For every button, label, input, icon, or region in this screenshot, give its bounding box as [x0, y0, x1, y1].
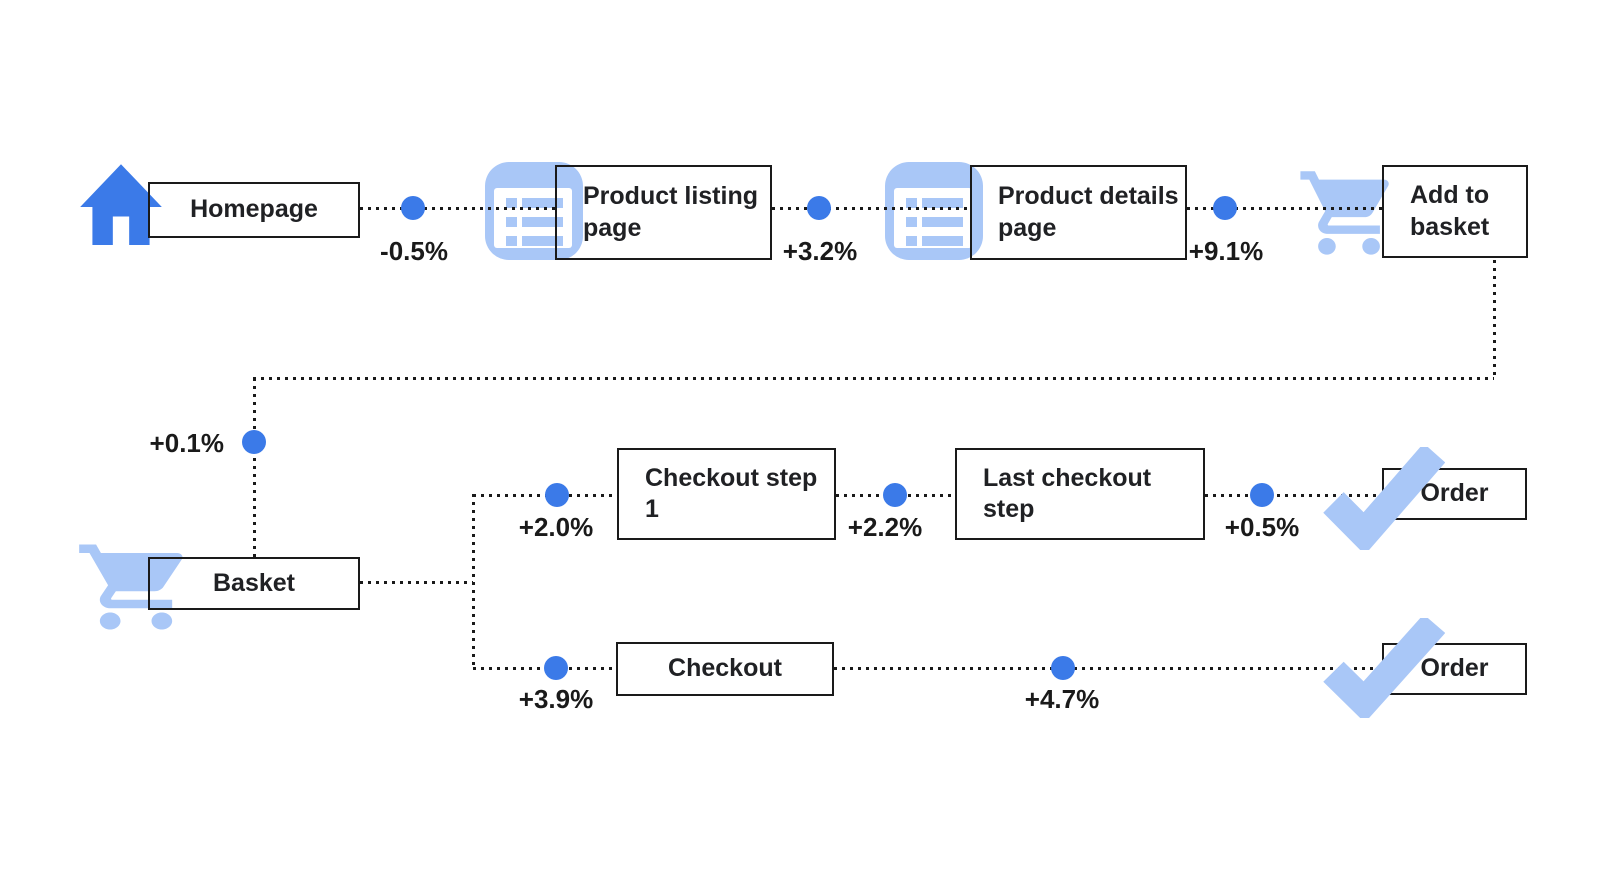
- list-icon: [885, 162, 983, 260]
- connector-details-to-add-to-basket: [1187, 207, 1382, 210]
- transition-dot-details-to-add-to-basket: [1213, 196, 1237, 220]
- connector-branch-split: [472, 494, 475, 668]
- node-checkout-step-1: Checkout step 1: [617, 448, 836, 540]
- delta-basket-to-checkout: +3.9%: [518, 684, 594, 714]
- connector-checkout-to-order: [834, 667, 1382, 670]
- transition-dot-homepage-to-listing: [401, 196, 425, 220]
- connector-add-to-basket-return: [253, 377, 1494, 380]
- transition-dot-add-to-basket-to-basket: [242, 430, 266, 454]
- node-checkout: Checkout: [616, 642, 834, 696]
- connector-add-to-basket-drop: [1493, 260, 1496, 378]
- node-basket: Basket: [148, 557, 360, 610]
- delta-homepage-to-listing: -0.5%: [380, 236, 448, 266]
- delta-checkout-to-order: +4.7%: [1024, 684, 1100, 714]
- node-product-details-page: Product details page: [970, 165, 1187, 260]
- delta-add-to-basket-to-basket: +0.1%: [149, 428, 224, 458]
- connector-into-basket: [253, 378, 256, 557]
- connector-basket-out: [360, 581, 473, 584]
- node-homepage: Homepage: [148, 182, 360, 238]
- node-homepage-label: Homepage: [190, 195, 318, 224]
- node-last-checkout-step-label: Last checkout step: [983, 463, 1152, 524]
- transition-dot-basket-to-checkout-step-1: [545, 483, 569, 507]
- check-icon: [1320, 618, 1445, 718]
- node-order-top-label: Order: [1420, 479, 1489, 508]
- delta-details-to-add-to-basket: +9.1%: [1188, 236, 1264, 266]
- transition-dot-last-to-order: [1250, 483, 1274, 507]
- node-checkout-step-1-label: Checkout step 1: [645, 463, 818, 524]
- node-product-listing-page: Product listing page: [555, 165, 772, 260]
- connector-last-to-order: [1205, 494, 1382, 497]
- delta-basket-to-checkout-step-1: +2.0%: [518, 512, 594, 542]
- check-icon: [1320, 447, 1445, 550]
- transition-dot-listing-to-details: [807, 196, 831, 220]
- delta-last-to-order: +0.5%: [1224, 512, 1300, 542]
- node-product-listing-page-label: Product listing page: [583, 182, 758, 242]
- node-basket-label: Basket: [213, 568, 295, 597]
- node-order-bottom: Order: [1382, 643, 1527, 695]
- delta-listing-to-details: +3.2%: [782, 236, 858, 266]
- node-order-top: Order: [1382, 468, 1527, 520]
- node-add-to-basket: Add to basket: [1382, 165, 1528, 258]
- transition-dot-checkout-step-1-to-last: [883, 483, 907, 507]
- node-product-details-page-label: Product details page: [998, 182, 1179, 242]
- transition-dot-basket-to-checkout: [544, 656, 568, 680]
- connector-listing-to-details: [772, 207, 970, 210]
- node-last-checkout-step: Last checkout step: [955, 448, 1205, 540]
- node-add-to-basket-label: Add to basket: [1410, 181, 1490, 241]
- node-checkout-label: Checkout: [668, 654, 782, 683]
- connector-homepage-to-listing: [360, 207, 555, 210]
- delta-checkout-step-1-to-last: +2.2%: [847, 512, 923, 542]
- node-order-bottom-label: Order: [1420, 654, 1489, 683]
- transition-dot-checkout-to-order: [1051, 656, 1075, 680]
